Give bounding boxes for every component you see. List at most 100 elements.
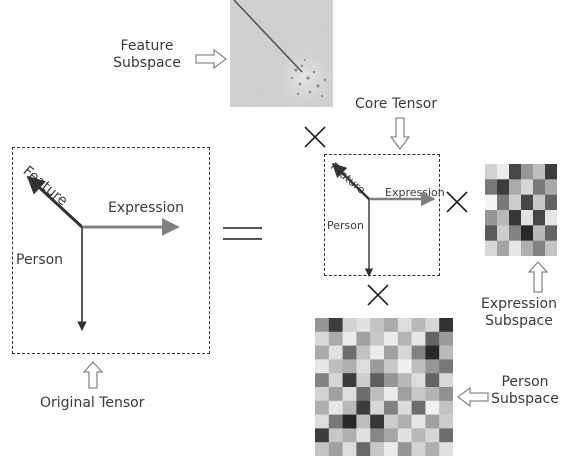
person-grid-cell — [328, 428, 343, 443]
person-grid-cell — [425, 331, 440, 346]
person-grid-cell — [384, 387, 399, 402]
expression-grid-cell — [521, 179, 534, 195]
person-grid-cell — [356, 387, 371, 402]
person-grid-cell — [411, 442, 426, 456]
person-grid-cell — [328, 442, 343, 456]
times-symbol-bottom — [367, 284, 389, 306]
expression-grid-cell — [545, 225, 557, 241]
axis-person-label: Person — [16, 252, 64, 268]
person-grid-cell — [397, 387, 412, 402]
person-grid-cell — [439, 345, 453, 360]
person-grid-cell — [384, 331, 399, 346]
person-grid-cell — [439, 387, 453, 402]
expression-grid-cell — [533, 194, 546, 211]
person-grid-cell — [425, 373, 440, 388]
person-grid-cell — [397, 359, 412, 374]
person-grid-cell — [342, 373, 357, 388]
person-grid-cell — [315, 331, 330, 346]
person-subspace-label: Person Subspace — [491, 374, 559, 407]
person-grid-cell — [370, 428, 385, 443]
expression-grid-cell — [521, 210, 534, 226]
person-grid-cell — [411, 428, 426, 443]
person-grid-cell — [411, 387, 426, 402]
person-grid-cell — [356, 414, 371, 429]
person-grid-cell — [384, 318, 399, 333]
person-grid-cell — [342, 414, 357, 429]
expression-grid-cell — [545, 210, 557, 226]
times-symbol-right — [446, 191, 468, 213]
feature-subspace-image — [230, 0, 333, 107]
person-grid-cell — [425, 318, 440, 333]
expression-grid-cell — [545, 179, 557, 195]
person-grid-cell — [315, 373, 330, 388]
person-grid-cell — [370, 373, 385, 388]
person-grid-cell — [315, 345, 330, 360]
expression-grid-cell — [533, 164, 546, 180]
feature-subspace-label: Feature Subspace — [113, 38, 181, 71]
person-grid-cell — [425, 442, 440, 456]
person-grid-cell — [384, 345, 399, 360]
expression-grid-cell — [509, 225, 522, 241]
expression-grid-cell — [509, 164, 522, 180]
expression-grid-cell — [509, 240, 522, 256]
person-grid-cell — [356, 318, 371, 333]
expression-grid-cell — [485, 179, 498, 195]
core-tensor-pointer-arrow — [389, 117, 411, 151]
person-grid-cell — [342, 400, 357, 415]
person-grid-cell — [315, 442, 330, 456]
core-tensor-label: Core Tensor — [355, 96, 438, 112]
person-grid-cell — [411, 345, 426, 360]
person-grid-cell — [342, 318, 357, 333]
person-grid-cell — [356, 373, 371, 388]
person-grid-cell — [370, 359, 385, 374]
person-grid-cell — [356, 359, 371, 374]
person-grid-cell — [342, 442, 357, 456]
person-grid-cell — [328, 331, 343, 346]
expression-grid-cell — [533, 240, 546, 256]
person-grid-cell — [342, 387, 357, 402]
expression-grid-cell — [497, 225, 510, 241]
person-grid-cell — [425, 387, 440, 402]
person-grid-cell — [370, 400, 385, 415]
person-grid-cell — [439, 428, 453, 443]
person-grid-cell — [315, 387, 330, 402]
person-grid-cell — [384, 414, 399, 429]
person-grid-cell — [328, 400, 343, 415]
person-grid-cell — [439, 414, 453, 429]
core-tensor-box — [324, 154, 440, 276]
person-grid-cell — [356, 428, 371, 443]
person-grid-cell — [397, 331, 412, 346]
person-grid-cell — [397, 442, 412, 456]
core-axis-feature-arrow — [331, 162, 370, 200]
person-grid-cell — [439, 373, 453, 388]
axis-feature-arrow — [26, 175, 84, 229]
person-grid-cell — [370, 387, 385, 402]
person-grid-cell — [370, 345, 385, 360]
person-grid-cell — [397, 345, 412, 360]
original-tensor-label: Original Tensor — [40, 395, 145, 411]
expression-grid-cell — [497, 240, 510, 256]
person-grid-cell — [425, 345, 440, 360]
person-subspace-grid — [315, 318, 453, 456]
person-grid-cell — [411, 414, 426, 429]
expression-subspace-grid — [485, 164, 557, 256]
expression-grid-cell — [533, 225, 546, 241]
expression-grid-cell — [509, 194, 522, 211]
person-grid-cell — [411, 331, 426, 346]
expression-grid-cell — [485, 210, 498, 226]
expression-grid-cell — [545, 194, 557, 211]
expression-grid-cell — [485, 225, 498, 241]
feature-subspace-pointer-arrow — [195, 48, 228, 70]
expression-grid-cell — [509, 179, 522, 195]
person-grid-cell — [397, 400, 412, 415]
person-grid-cell — [370, 414, 385, 429]
person-grid-cell — [384, 373, 399, 388]
person-grid-cell — [328, 373, 343, 388]
person-grid-cell — [356, 442, 371, 456]
person-grid-cell — [328, 387, 343, 402]
expression-grid-cell — [521, 240, 534, 256]
person-grid-cell — [425, 428, 440, 443]
person-grid-cell — [384, 359, 399, 374]
person-grid-cell — [384, 428, 399, 443]
